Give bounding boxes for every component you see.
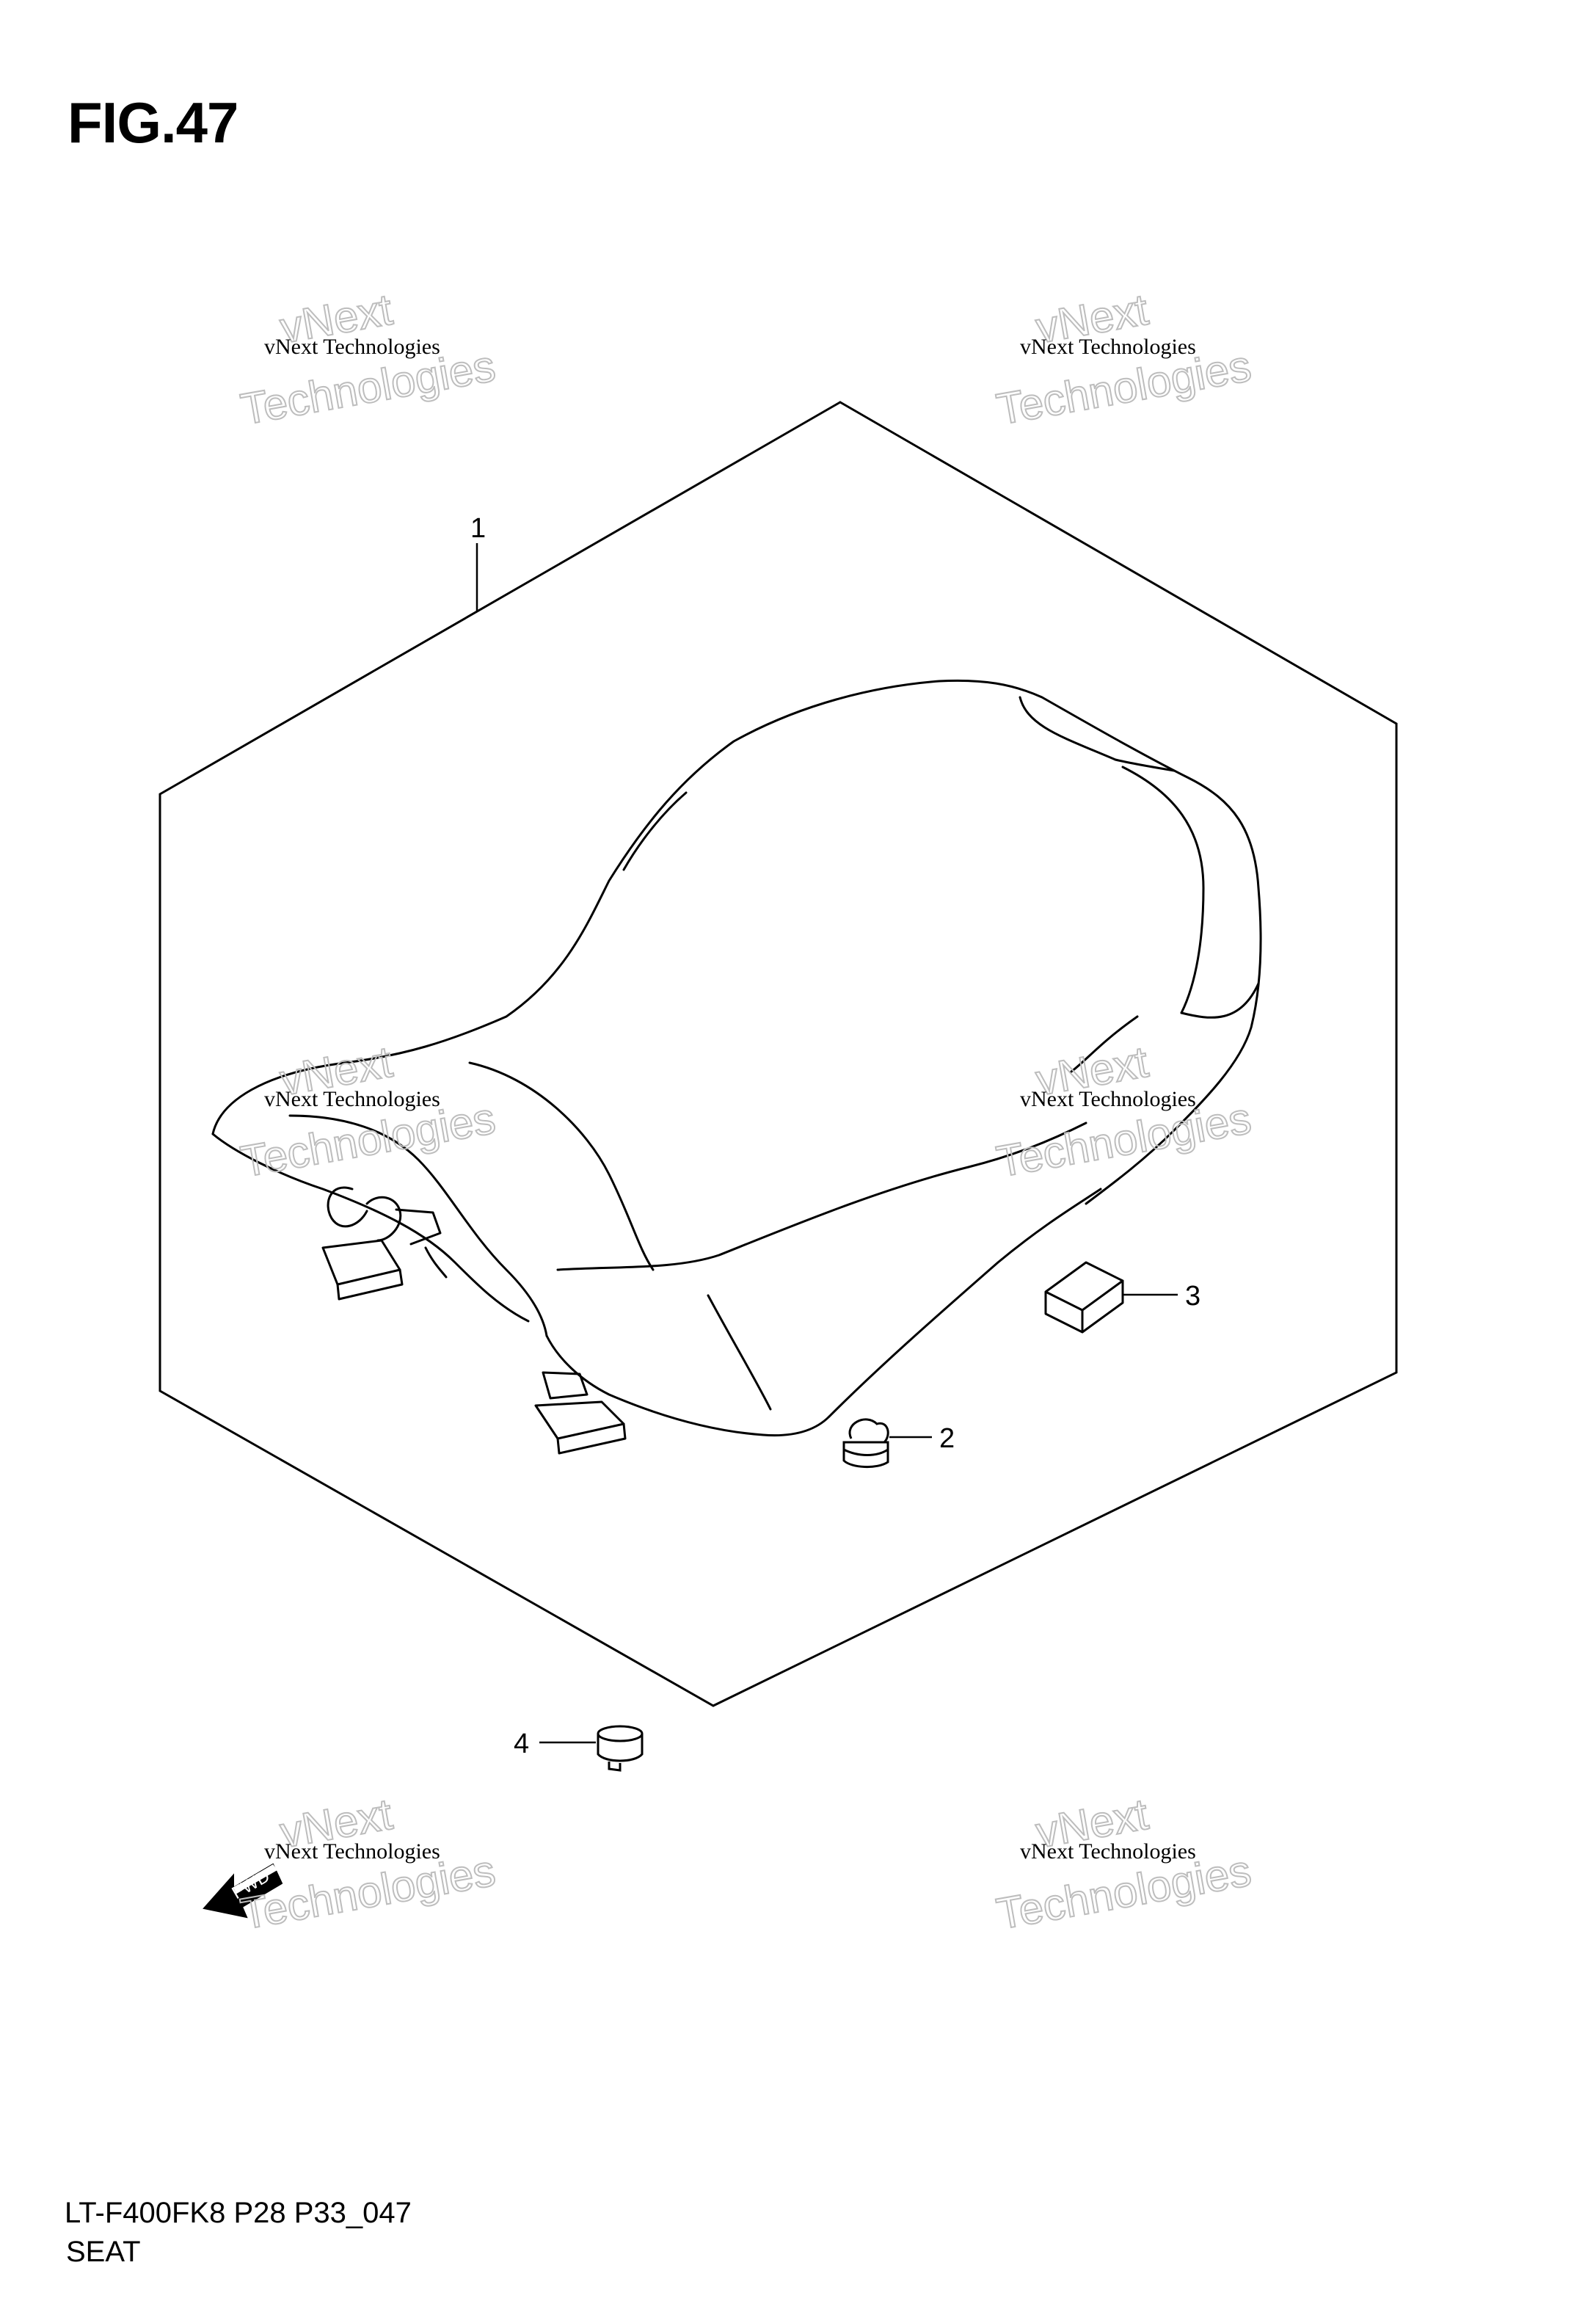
svg-text:vNext Technologies: vNext Technologies — [1020, 1839, 1196, 1864]
svg-text:vNext Technologies: vNext Technologies — [264, 1839, 440, 1864]
watermark-bottom-right: vNext vNext Technologies Technologies — [992, 1789, 1256, 1940]
watermark-mid-left: vNext vNext Technologies Technologies — [236, 1036, 500, 1188]
svg-text:vNext Technologies: vNext Technologies — [264, 1087, 440, 1111]
section-name: SEAT — [66, 2236, 141, 2268]
watermark-top-left: vNext vNext Technologies Technologies — [236, 284, 500, 435]
figure-title: FIG.47 — [68, 90, 238, 155]
svg-text:vNext Technologies: vNext Technologies — [1020, 335, 1196, 359]
svg-text:vNext Technologies: vNext Technologies — [264, 335, 440, 359]
part-2-grommet — [842, 1418, 889, 1469]
watermark-top-right: vNext vNext Technologies Technologies — [992, 284, 1256, 435]
callout-1: 1 — [470, 513, 486, 544]
callout-3: 3 — [1185, 1281, 1200, 1312]
seat-drawing — [211, 679, 1262, 1455]
leader-lines — [475, 543, 1178, 1744]
model-code: LT-F400FK8 P28 P33_047 — [65, 2197, 412, 2229]
callout-4: 4 — [514, 1728, 529, 1759]
watermark-mid-right: vNext vNext Technologies Technologies — [992, 1036, 1256, 1188]
part-4-cap — [597, 1725, 644, 1772]
assembly-outline-hexagon — [158, 401, 1398, 1707]
watermark-bottom-left: vNext vNext Technologies Technologies — [236, 1789, 500, 1940]
svg-text:vNext Technologies: vNext Technologies — [1020, 1087, 1196, 1111]
callout-2: 2 — [939, 1423, 955, 1454]
part-3-block — [1044, 1261, 1124, 1334]
